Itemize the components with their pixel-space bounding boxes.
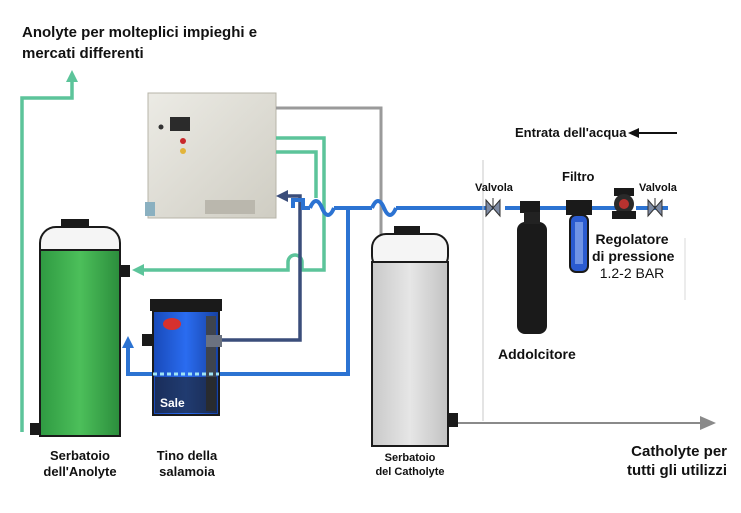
pressure-gauge-icon [612,188,636,219]
catholyte-output-line-2: tutti gli utilizzi [627,462,727,479]
arrow-left-icon [628,128,677,138]
valve-icon[interactable] [647,198,663,218]
regulator-line-1: Regolatore [595,231,669,247]
arrow-up-icon [122,336,134,348]
catholyte-output-label: Catholyte per tutti gli utilizzi [622,442,727,480]
title-line-1: Anolyte per molteplici impieghi e [22,24,258,41]
valve-label-left: Valvola [475,182,513,194]
arrow-left-icon [132,264,144,276]
anolyte-tank [30,219,130,437]
regulator-label: Regolatore di pressione 1.2-2 BAR [592,231,675,282]
diagram-title: Anolyte per molteplici impieghi e mercat… [22,22,257,64]
electrolysis-unit [145,92,277,219]
brine-tank [142,299,222,416]
title-line-2: mercati differenti [22,45,144,62]
anolyte-tank-line-1: Serbatoio [50,448,110,463]
arrow-up-icon [66,70,78,82]
catholyte-tank-label: Serbatoio del Catholyte [362,451,458,479]
brine-tank-line-1: Tino della [156,448,218,463]
softener [517,201,547,334]
arrow-left-icon [276,190,288,202]
valve-icon[interactable] [485,198,501,218]
catholyte-tank [371,226,458,447]
salt-label: Sale [160,396,185,410]
regulator-line-3: 1.2-2 BAR [599,265,665,281]
catholyte-tank-line-1: Serbatoio [384,452,436,464]
catholyte-tank-line-2: del Catholyte [375,466,445,478]
arrow-right-icon [700,416,716,430]
anolyte-tank-line-2: dell'Anolyte [43,464,117,479]
brine-tank-label: Tino della salamoia [142,448,232,480]
softener-label: Addolcitore [498,346,576,362]
regulator-line-2: di pressione [592,248,675,264]
filter-label: Filtro [562,169,595,184]
anolyte-output-line [20,80,74,432]
brine-line [216,194,302,342]
water-inlet-label: Entrata dell'acqua [515,125,627,140]
anolyte-tank-label: Serbatoio dell'Anolyte [35,448,125,480]
brine-tank-line-2: salamoia [159,464,215,479]
valve-label-right: Valvola [639,182,677,194]
filter [566,200,592,273]
water-line [126,198,493,376]
catholyte-output-line-1: Catholyte per [631,443,727,460]
catholyte-line [276,106,383,255]
